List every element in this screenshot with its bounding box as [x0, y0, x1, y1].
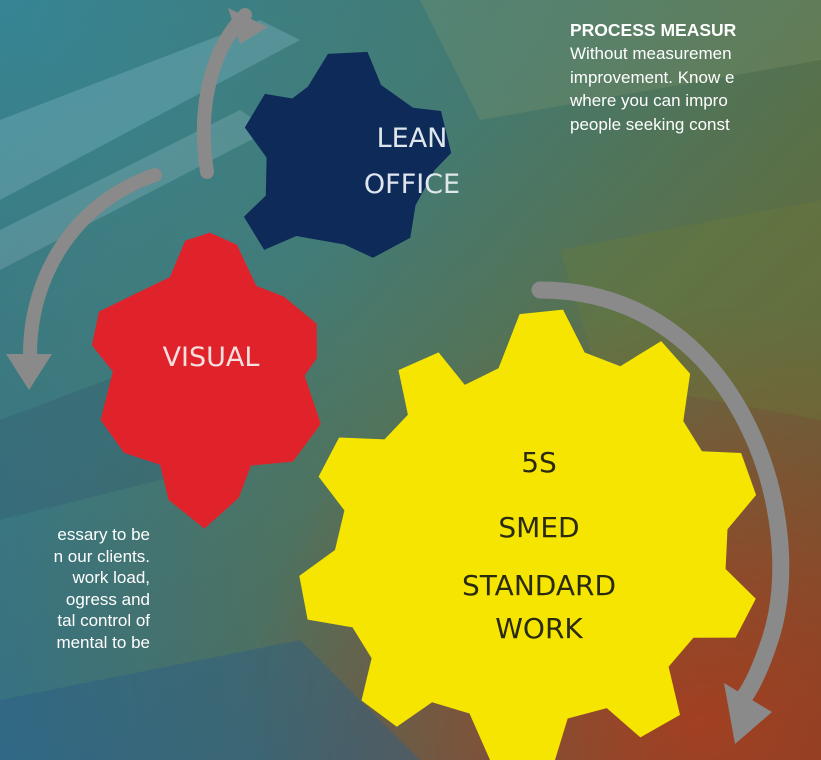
process-measurement-line: improvement. Know e	[570, 67, 735, 87]
yellow-gear-label-work: WORK	[495, 612, 583, 645]
arrow-left	[23, 168, 162, 362]
lean-office-label-line1: LEAN	[377, 123, 448, 154]
left-paragraph-line: mental to be	[56, 632, 150, 652]
process-measurement-line: where you can impro	[570, 91, 728, 110]
arrow-top-head	[228, 8, 268, 44]
yellow-gear-label-smed: SMED	[498, 511, 579, 544]
process-measurement-line: people seeking const	[570, 114, 730, 134]
yellow-gear-label-5s: 5S	[521, 446, 557, 479]
left-paragraph-line: essary to be	[57, 525, 150, 544]
left-paragraph-line: n our clients.	[53, 546, 150, 566]
visual-gear	[91, 232, 321, 529]
arrow-left-head	[6, 354, 52, 390]
left-paragraph: essary to be n our clients. work load, o…	[0, 524, 150, 653]
lean-office-label-line2: OFFICE	[364, 169, 460, 200]
left-paragraph-line: ogress and	[65, 589, 150, 609]
cycle-arrows	[6, 8, 790, 744]
yellow-gear	[299, 309, 757, 760]
arrow-right-head	[724, 683, 772, 744]
yellow-gear-label-standard: STANDARD	[462, 569, 616, 602]
visual-label: VISUAL	[163, 342, 260, 373]
lean-office-gear	[243, 51, 452, 258]
left-paragraph-line: work load,	[72, 568, 150, 587]
left-paragraph-line: tal control of	[57, 611, 150, 630]
process-measurement-title: PROCESS MEASUR	[570, 20, 737, 40]
process-measurement-block: PROCESS MEASUR Without measuremen improv…	[570, 19, 821, 136]
process-measurement-line: Without measuremen	[570, 44, 732, 63]
arrow-right	[531, 281, 790, 709]
